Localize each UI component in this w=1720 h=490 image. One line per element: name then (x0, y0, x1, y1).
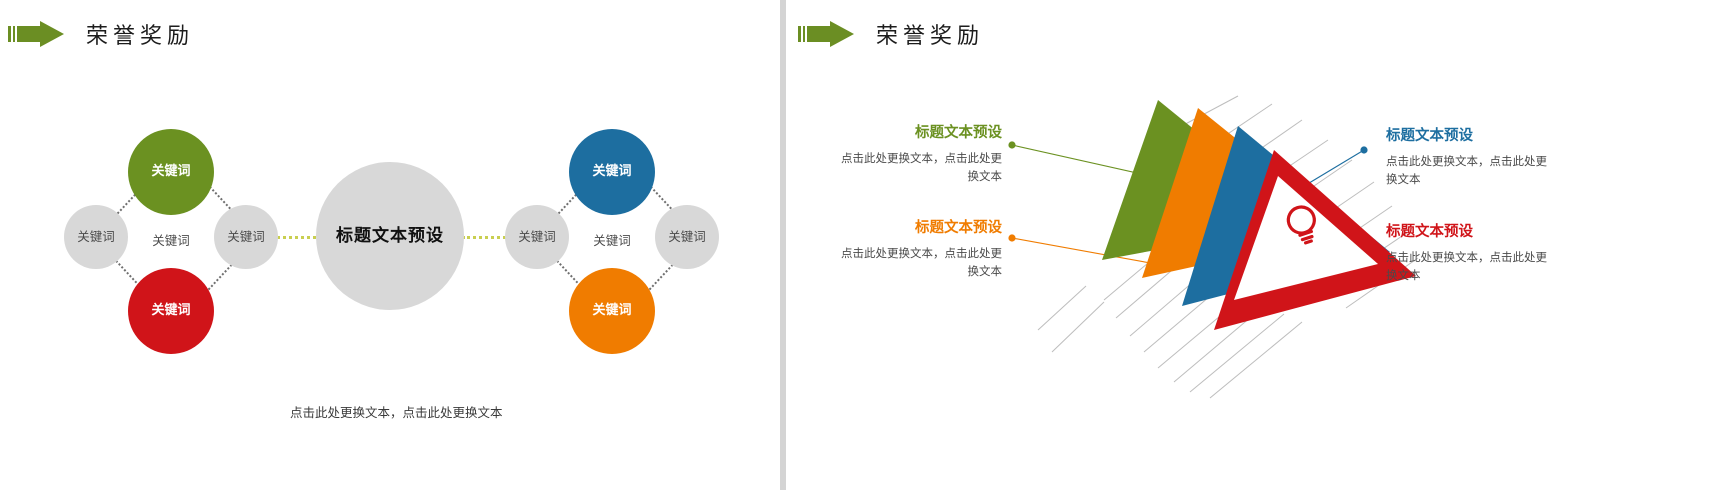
text-block-body: 点击此处更换文本，点击此处更换文本 (841, 151, 1002, 183)
center-circle[interactable]: 标题文本预设 (316, 162, 464, 310)
right-cluster-middle-label: 关键词 (593, 233, 631, 248)
text-block-body: 点击此处更换文本，点击此处更换文本 (1386, 154, 1547, 186)
slide-left: 荣誉奖励 关键词 关键词 关键词 关键词 关 (0, 0, 780, 490)
circle-label: 关键词 (151, 302, 191, 318)
right-cluster-top-circle[interactable]: 关键词 (569, 129, 655, 215)
text-block-title: 标题文本预设 (1386, 128, 1473, 144)
right-cluster-left-circle[interactable]: 关键词 (505, 205, 569, 269)
circle-label: 关键词 (668, 229, 706, 245)
left-cluster-right-circle[interactable]: 关键词 (214, 205, 278, 269)
arrow-right-icon (798, 21, 854, 47)
circle-label: 关键词 (227, 229, 265, 245)
page-title: 荣誉奖励 (876, 24, 985, 49)
text-block-title: 标题文本预设 (915, 220, 1002, 236)
right-cluster-bottom-circle[interactable]: 关键词 (569, 268, 655, 354)
right-cluster-right-circle[interactable]: 关键词 (655, 205, 719, 269)
left-cluster-bottom-circle[interactable]: 关键词 (128, 268, 214, 354)
circle-diagram: 关键词 关键词 关键词 关键词 关键词 标题文本预设 关键词 (0, 0, 780, 490)
text-block-blue[interactable]: 标题文本预设 点击此处更换文本，点击此处更换文本 (1386, 128, 1554, 188)
arrow-right-icon (8, 21, 64, 47)
circle-label: 关键词 (592, 302, 632, 318)
connector-right (462, 236, 506, 239)
circle-label: 关键词 (77, 229, 115, 245)
left-cluster-top-circle[interactable]: 关键词 (128, 129, 214, 215)
right-slide-header: 荣誉奖励 (798, 18, 984, 50)
circle-label: 关键词 (518, 229, 556, 245)
triangles-artwork (1008, 95, 1419, 399)
lightbulb-icon (1286, 205, 1316, 245)
text-block-red[interactable]: 标题文本预设 点击此处更换文本，点击此处更换文本 (1386, 224, 1554, 284)
left-cluster-middle-label: 关键词 (152, 233, 190, 248)
circle-label: 关键词 (592, 163, 632, 179)
slide-right: 荣誉奖励 (786, 0, 1720, 490)
left-slide-header: 荣誉奖励 (8, 18, 194, 50)
left-cluster-left-circle[interactable]: 关键词 (64, 205, 128, 269)
text-block-green[interactable]: 标题文本预设 点击此处更换文本，点击此处更换文本 (834, 125, 1002, 185)
connector-left (272, 236, 316, 239)
center-circle-label: 标题文本预设 (336, 225, 444, 246)
circle-label: 关键词 (151, 163, 191, 179)
page-title: 荣誉奖励 (86, 24, 195, 49)
slide-divider (780, 0, 786, 490)
left-slide-caption: 点击此处更换文本，点击此处更换文本 (290, 405, 503, 420)
text-block-title: 标题文本预设 (1386, 224, 1473, 240)
text-block-orange[interactable]: 标题文本预设 点击此处更换文本，点击此处更换文本 (834, 220, 1002, 280)
text-block-body: 点击此处更换文本，点击此处更换文本 (1386, 250, 1547, 282)
text-block-title: 标题文本预设 (915, 125, 1002, 141)
text-block-body: 点击此处更换文本，点击此处更换文本 (841, 246, 1002, 278)
